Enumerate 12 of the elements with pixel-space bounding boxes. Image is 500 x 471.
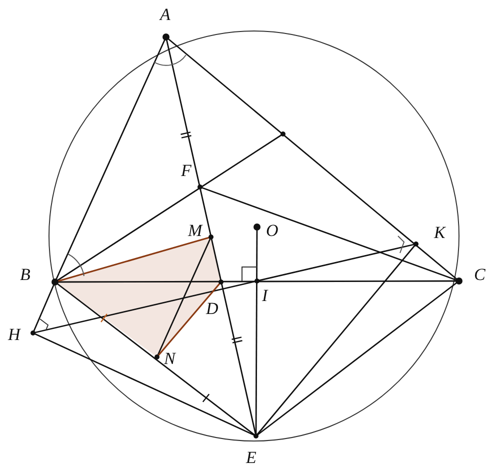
point-label: H [8, 326, 20, 343]
point-label: D [206, 300, 218, 317]
point-label: A [160, 6, 170, 23]
point-label: F [181, 162, 192, 179]
point-label: K [434, 224, 446, 241]
point-label: O [266, 222, 278, 239]
point-label: N [164, 350, 176, 367]
point-label: C [474, 266, 486, 283]
point-label: M [188, 222, 202, 239]
point-label: E [246, 449, 256, 466]
point-label: I [262, 287, 268, 304]
point-label: B [20, 266, 30, 283]
